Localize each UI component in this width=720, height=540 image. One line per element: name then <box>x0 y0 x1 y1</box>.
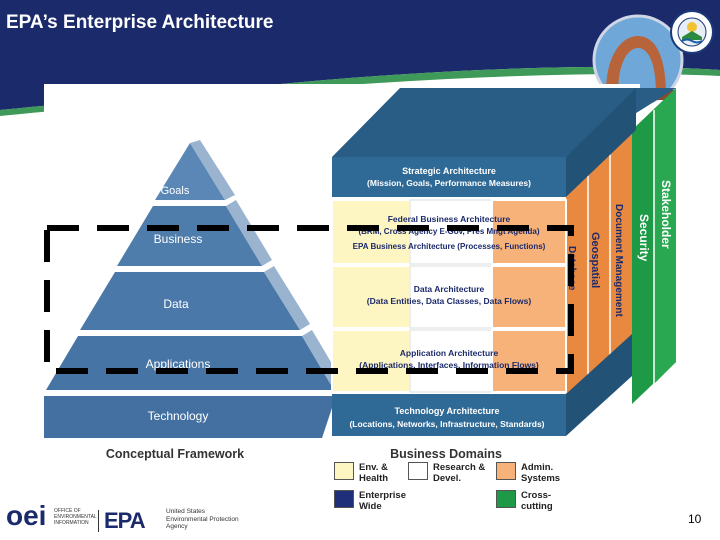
pyramid-level-business: Business <box>154 232 203 246</box>
side-label-geospatial: Geospatial <box>589 232 601 288</box>
legend-item-research: Research & Devel. <box>408 462 491 484</box>
oei-logo: oei <box>6 500 47 531</box>
footer-divider <box>98 510 99 532</box>
epa-logo: EPA <box>104 508 146 533</box>
application-subtitle: (Applications, Interfaces, Information F… <box>359 360 539 370</box>
slide-title: EPA’s Enterprise Architecture <box>6 12 274 33</box>
pyramid: Goals Business Data Applications Technol… <box>44 140 344 461</box>
oei-caption: OFFICE OF ENVIRONMENTAL INFORMATION <box>54 508 97 526</box>
legend-item-enterprise-wide: Enterprise Wide <box>334 490 417 512</box>
dashed-highlight-box <box>44 225 574 374</box>
epa-business-line: EPA Business Architecture (Processes, Fu… <box>353 242 546 251</box>
legend: Env. & Health Research & Devel. Admin. S… <box>334 462 564 518</box>
legend-item-admin: Admin. Systems <box>496 462 579 484</box>
data-title: Data Architecture <box>414 284 485 294</box>
side-label-stakeholder: Stakeholder <box>659 180 673 249</box>
technology-title: Technology Architecture <box>394 406 499 416</box>
pyramid-caption: Conceptual Framework <box>106 447 244 461</box>
pyramid-level-data: Data <box>163 297 189 311</box>
pyramid-level-goals: Goals <box>161 185 190 197</box>
legend-swatch <box>408 462 428 480</box>
legend-title: Business Domains <box>390 447 502 461</box>
architecture-cube: Strategic Architecture (Mission, Goals, … <box>331 88 676 436</box>
epa-caption: United States Environmental Protection A… <box>166 508 239 530</box>
strategic-subtitle: (Mission, Goals, Performance Measures) <box>367 178 531 188</box>
legend-item-cross-cutting: Cross- cutting <box>496 490 579 512</box>
pyramid-level-technology: Technology <box>148 409 209 423</box>
footer-logos: oei OFFICE OF ENVIRONMENTAL INFORMATION … <box>6 500 256 536</box>
pyramid-level-applications: Applications <box>146 357 211 371</box>
epa-seal-icon <box>670 10 714 54</box>
data-subtitle: (Data Entities, Data Classes, Data Flows… <box>367 296 532 306</box>
technology-subtitle: (Locations, Networks, Infrastructure, St… <box>349 419 544 429</box>
page-number: 10 <box>688 512 702 526</box>
legend-swatch <box>334 490 354 508</box>
business-subtitle: (BRM, Cross Agency E-Gov, Pres Mngt Agen… <box>358 227 539 236</box>
side-label-document-management: Document Management <box>613 204 624 317</box>
legend-swatch <box>334 462 354 480</box>
legend-item-env-health: Env. & Health <box>334 462 417 484</box>
legend-swatch <box>496 462 516 480</box>
arch-photo <box>592 14 684 106</box>
side-label-security: Security <box>637 214 651 262</box>
legend-swatch <box>496 490 516 508</box>
application-title: Application Architecture <box>400 348 499 358</box>
strategic-title: Strategic Architecture <box>402 166 496 176</box>
business-title: Federal Business Architecture <box>388 214 511 224</box>
